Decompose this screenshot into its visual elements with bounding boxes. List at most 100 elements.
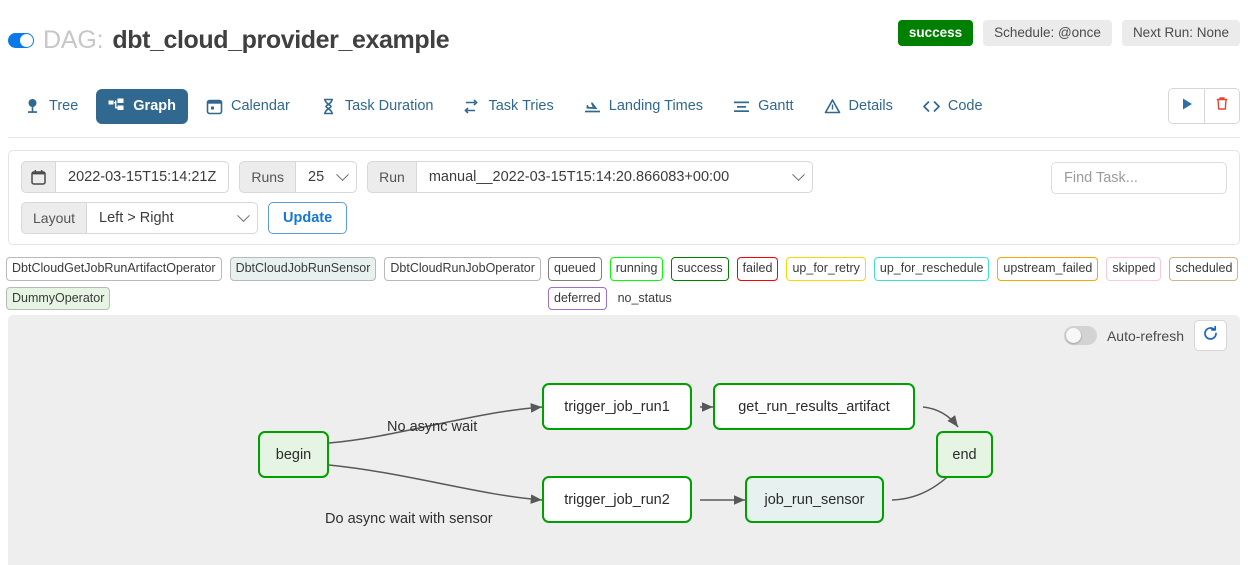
task-node-label: begin — [275, 446, 312, 463]
tab-code[interactable]: Code — [911, 89, 995, 124]
calendar-icon — [206, 98, 223, 115]
tab-calendar[interactable]: Calendar — [194, 89, 302, 124]
trash-icon — [1215, 96, 1229, 116]
toolbar-row-1: 2022-03-15T15:14:21Z Runs 25 Run manual_… — [21, 161, 1227, 193]
find-task-input[interactable]: Find Task... — [1051, 162, 1227, 194]
tab-task-tries-label: Task Tries — [488, 98, 554, 114]
runs-label: Runs — [239, 161, 296, 193]
task-node-label: get_run_results_artifact — [738, 398, 890, 415]
chevron-down-icon — [237, 208, 250, 222]
dag-paused-toggle[interactable] — [8, 33, 34, 48]
dag-view-tabs: Tree Graph Calendar Task Duration Task T… — [0, 82, 1248, 130]
gantt-icon — [733, 98, 750, 115]
chevron-down-icon — [791, 167, 805, 181]
task-node-job_run_sensor[interactable]: job_run_sensor — [745, 476, 884, 523]
dag-filter-toolbar: 2022-03-15T15:14:21Z Runs 25 Run manual_… — [8, 150, 1240, 245]
graph-icon — [108, 98, 125, 115]
legend-state-upstream-failed[interactable]: upstream_failed — [997, 257, 1099, 281]
legend-operator[interactable]: DbtCloudGetJobRunArtifactOperator — [6, 257, 222, 281]
legend-state-up-for-reschedule[interactable]: up_for_reschedule — [873, 257, 990, 281]
layout-label: Layout — [21, 202, 87, 234]
hourglass-icon — [320, 98, 337, 115]
play-icon — [1180, 97, 1194, 116]
tab-details[interactable]: Details — [812, 89, 905, 124]
edge-label-no-async-wait: No async wait — [387, 419, 478, 435]
run-group: Run manual__2022-03-15T15:14:20.866083+0… — [367, 161, 813, 193]
task-node-label: trigger_job_run1 — [564, 398, 670, 415]
tab-landing-times[interactable]: Landing Times — [572, 89, 715, 124]
tab-task-duration[interactable]: Task Duration — [308, 89, 446, 124]
update-button[interactable]: Update — [268, 202, 348, 234]
tab-task-tries[interactable]: Task Tries — [451, 89, 565, 124]
tab-graph[interactable]: Graph — [96, 88, 188, 124]
run-select-value: manual__2022-03-15T15:14:20.866083+00:00 — [428, 169, 730, 185]
refresh-icon — [1202, 325, 1219, 347]
legend-state-no-status[interactable]: no_status — [617, 290, 672, 305]
tab-gantt[interactable]: Gantt — [721, 89, 805, 124]
tab-tree[interactable]: Tree — [12, 89, 90, 124]
run-label: Run — [367, 161, 416, 193]
legend-state-up-for-retry[interactable]: up_for_retry — [786, 257, 866, 281]
runs-group: Runs 25 — [239, 161, 358, 193]
header-badges: success Schedule: @once Next Run: None — [897, 20, 1240, 46]
task-node-begin[interactable]: begin — [258, 431, 329, 478]
tree-icon — [24, 98, 41, 115]
task-node-trigger_job_run2[interactable]: trigger_job_run2 — [542, 476, 692, 523]
code-icon — [923, 98, 940, 115]
tab-task-duration-label: Task Duration — [344, 98, 434, 114]
details-icon — [824, 98, 841, 115]
run-select[interactable]: manual__2022-03-15T15:14:20.866083+00:00 — [415, 161, 813, 193]
layout-select[interactable]: Left > Right — [86, 202, 259, 234]
runs-select[interactable]: 25 — [295, 161, 358, 193]
execution-date-input[interactable]: 2022-03-15T15:14:21Z — [55, 161, 230, 193]
task-node-label: trigger_job_run2 — [564, 491, 670, 508]
edge-label-do-async-wait: Do async wait with sensor — [325, 511, 493, 527]
dag-graph-canvas[interactable]: Auto-refresh — [8, 315, 1240, 565]
legend-state-success[interactable]: success — [671, 257, 729, 281]
auto-refresh-controls: Auto-refresh — [1063, 320, 1227, 351]
runs-select-value: 25 — [308, 169, 325, 185]
landing-icon — [584, 98, 601, 115]
legend-state-deferred[interactable]: deferred — [548, 286, 607, 310]
auto-refresh-label: Auto-refresh — [1106, 327, 1184, 344]
legend-operator[interactable]: DummyOperator — [6, 286, 111, 310]
dag-action-buttons — [1168, 88, 1240, 124]
graph-legend: DbtCloudGetJobRunArtifactOperator DbtClo… — [0, 252, 1248, 310]
legend-operator[interactable]: DbtCloudJobRunSensor — [229, 257, 377, 281]
task-node-get_run_results_artifact[interactable]: get_run_results_artifact — [713, 383, 915, 430]
header-divider — [8, 137, 1240, 138]
delete-dag-button[interactable] — [1204, 89, 1239, 123]
task-node-end[interactable]: end — [936, 431, 993, 478]
tab-graph-label: Graph — [133, 98, 176, 114]
legend-operator[interactable]: DbtCloudRunJobOperator — [384, 257, 541, 281]
retry-icon — [463, 98, 480, 115]
next-run-badge: Next Run: None — [1121, 20, 1240, 46]
tab-gantt-label: Gantt — [758, 98, 794, 114]
toolbar-row-2: Layout Left > Right Update — [21, 202, 1227, 234]
page-title: DAG: dbt_cloud_provider_example — [8, 26, 450, 55]
legend-state-scheduled[interactable]: scheduled — [1169, 257, 1239, 281]
operator-legend: DbtCloudGetJobRunArtifactOperator DbtClo… — [6, 257, 546, 310]
legend-state-failed[interactable]: failed — [736, 257, 779, 281]
layout-select-value: Left > Right — [99, 210, 174, 226]
auto-refresh-toggle[interactable] — [1063, 326, 1097, 345]
tab-calendar-label: Calendar — [230, 98, 290, 114]
dag-edges — [328, 402, 959, 505]
task-node-label: end — [952, 446, 977, 463]
task-node-trigger_job_run1[interactable]: trigger_job_run1 — [542, 383, 692, 430]
dag-prefix-label: DAG: — [43, 26, 104, 54]
status-badge: success — [897, 20, 974, 46]
legend-state-skipped[interactable]: skipped — [1106, 257, 1162, 281]
task-node-label: job_run_sensor — [764, 491, 865, 508]
legend-state-queued[interactable]: queued — [548, 257, 602, 281]
chevron-down-icon — [336, 167, 350, 181]
trigger-dag-button[interactable] — [1169, 89, 1204, 123]
layout-group: Layout Left > Right — [21, 202, 259, 234]
refresh-button[interactable] — [1194, 320, 1227, 351]
calendar-icon[interactable] — [21, 161, 55, 193]
legend-state-running[interactable]: running — [609, 257, 664, 281]
tab-landing-times-label: Landing Times — [608, 98, 704, 114]
dag-name-label: dbt_cloud_provider_example — [112, 26, 450, 54]
schedule-badge[interactable]: Schedule: @once — [983, 20, 1112, 46]
